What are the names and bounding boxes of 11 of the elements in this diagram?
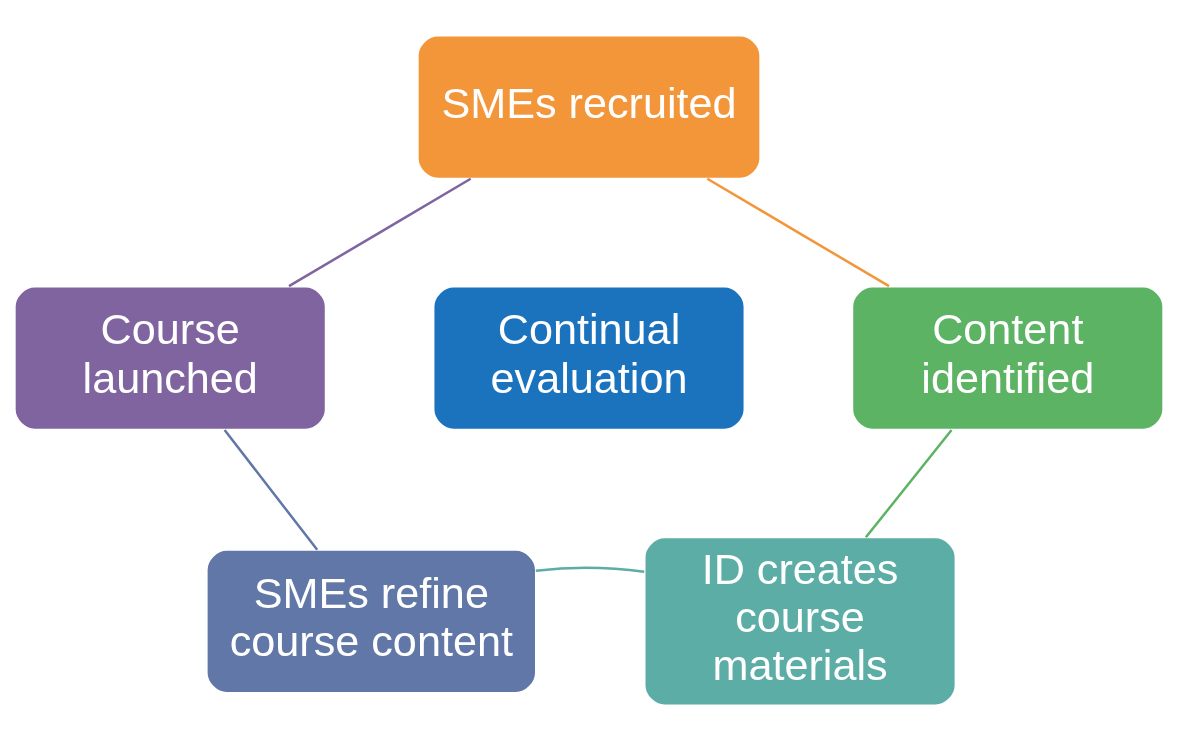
node-box: SMEs refine course content bbox=[205, 549, 537, 694]
connector bbox=[864, 429, 953, 539]
node-box: SMEs recruited bbox=[417, 34, 761, 180]
connector bbox=[288, 177, 472, 288]
connector bbox=[223, 429, 319, 551]
node-box: Continual evaluation bbox=[432, 285, 746, 431]
node-box: Content identified bbox=[851, 285, 1164, 431]
connector bbox=[535, 566, 645, 574]
node-box: ID creates course materials bbox=[643, 536, 957, 707]
node-box: Course launched bbox=[14, 285, 327, 431]
connector bbox=[706, 177, 890, 288]
